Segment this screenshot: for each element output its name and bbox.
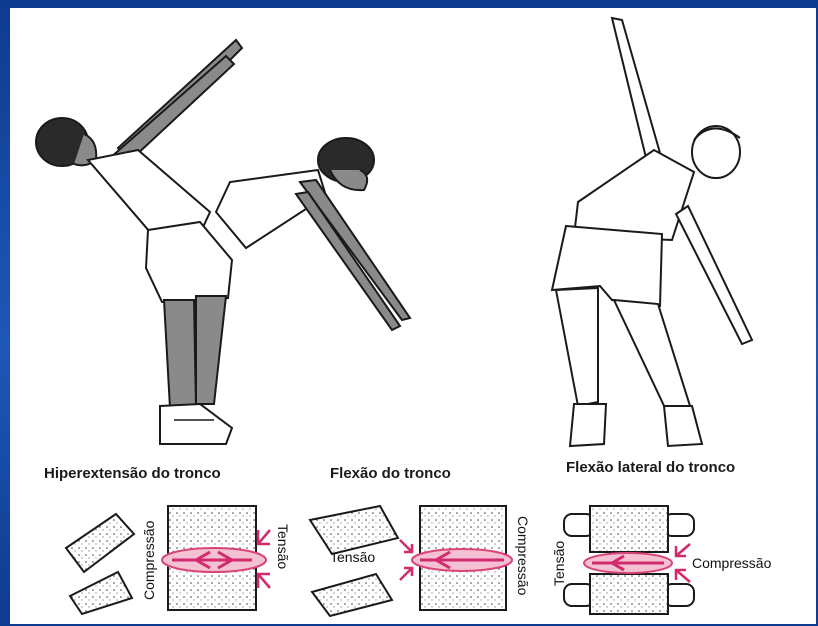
spine-diagram-hyperextension: [66, 506, 270, 614]
caption-flexion: Flexão do tronco: [330, 466, 451, 481]
spine-diagram-lateral: [564, 506, 694, 614]
caption-lateral-flexion: Flexão lateral do tronco: [566, 460, 735, 475]
label-tension-3: Tensão: [552, 541, 566, 586]
figure-lateral-flexion: [552, 18, 752, 446]
figure-flexion: [216, 138, 410, 330]
label-tension-2: Tensão: [330, 550, 375, 564]
label-tension-1: Tensão: [276, 524, 290, 569]
figure-hyperextension: [36, 40, 242, 444]
label-compression-2: Compressão: [516, 516, 530, 595]
label-compression-1: Compressão: [142, 521, 156, 600]
label-compression-3: Compressão: [692, 556, 771, 570]
caption-hyperextension: Hiperextensão do tronco: [44, 466, 221, 481]
